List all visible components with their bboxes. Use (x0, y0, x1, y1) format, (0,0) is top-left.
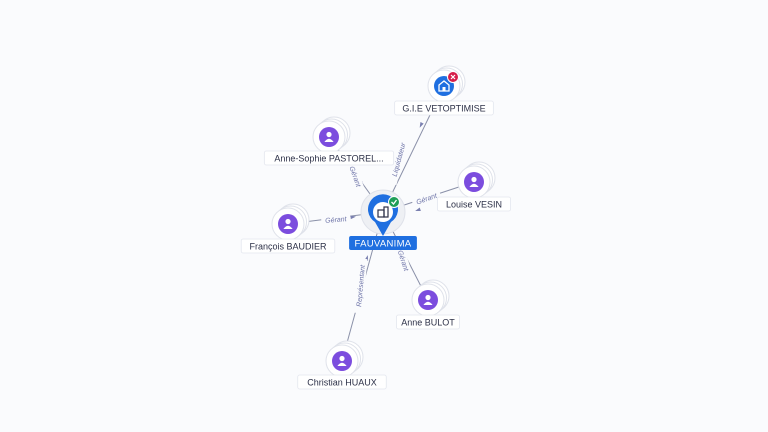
building-icon (438, 80, 450, 92)
node-christian[interactable]: Christian HUAUX (297, 340, 387, 390)
center-layer: FAUVANIMA (349, 189, 417, 250)
person-icon (337, 355, 347, 366)
check-icon (388, 196, 400, 208)
edge-arrow-louise (415, 207, 421, 211)
node-name: François BAUDIER (249, 242, 327, 252)
building-icon (377, 206, 389, 218)
edge-relation-label: Gérant (325, 216, 348, 225)
person-icon (283, 218, 293, 229)
node-louise[interactable]: Louise VESIN (436, 161, 511, 212)
person-icon (469, 176, 479, 187)
edge-relation-label: Représentant (356, 264, 367, 308)
nodes-layer: G.I.E VETOPTIMISE Anne-Sophie PASTOREL...… (240, 65, 511, 390)
edge-label-francois: Gérant (320, 213, 351, 226)
person-icon (324, 131, 334, 142)
edge-arrow-gie (419, 122, 424, 128)
edge-arrow-francois (350, 215, 356, 220)
close-icon (447, 71, 459, 83)
node-name: G.I.E VETOPTIMISE (402, 104, 485, 114)
center-node[interactable]: FAUVANIMA (349, 189, 417, 250)
person-icon (423, 294, 433, 305)
edge-label-anne-sophie: Gérant (346, 161, 365, 192)
node-anne-sophie[interactable]: Anne-Sophie PASTOREL... (263, 116, 395, 166)
node-anne-bulot[interactable]: Anne BULOT (396, 279, 460, 330)
node-name: Louise VESIN (446, 200, 502, 210)
node-gie[interactable]: G.I.E VETOPTIMISE (394, 65, 494, 116)
node-francois[interactable]: François BAUDIER (240, 203, 336, 254)
center-node-name: FAUVANIMA (355, 239, 412, 250)
node-name: Christian HUAUX (307, 378, 377, 388)
node-name: Anne BULOT (401, 318, 455, 328)
node-name: Anne-Sophie PASTOREL... (274, 154, 383, 164)
edge-label-christian: Représentant (353, 258, 368, 314)
